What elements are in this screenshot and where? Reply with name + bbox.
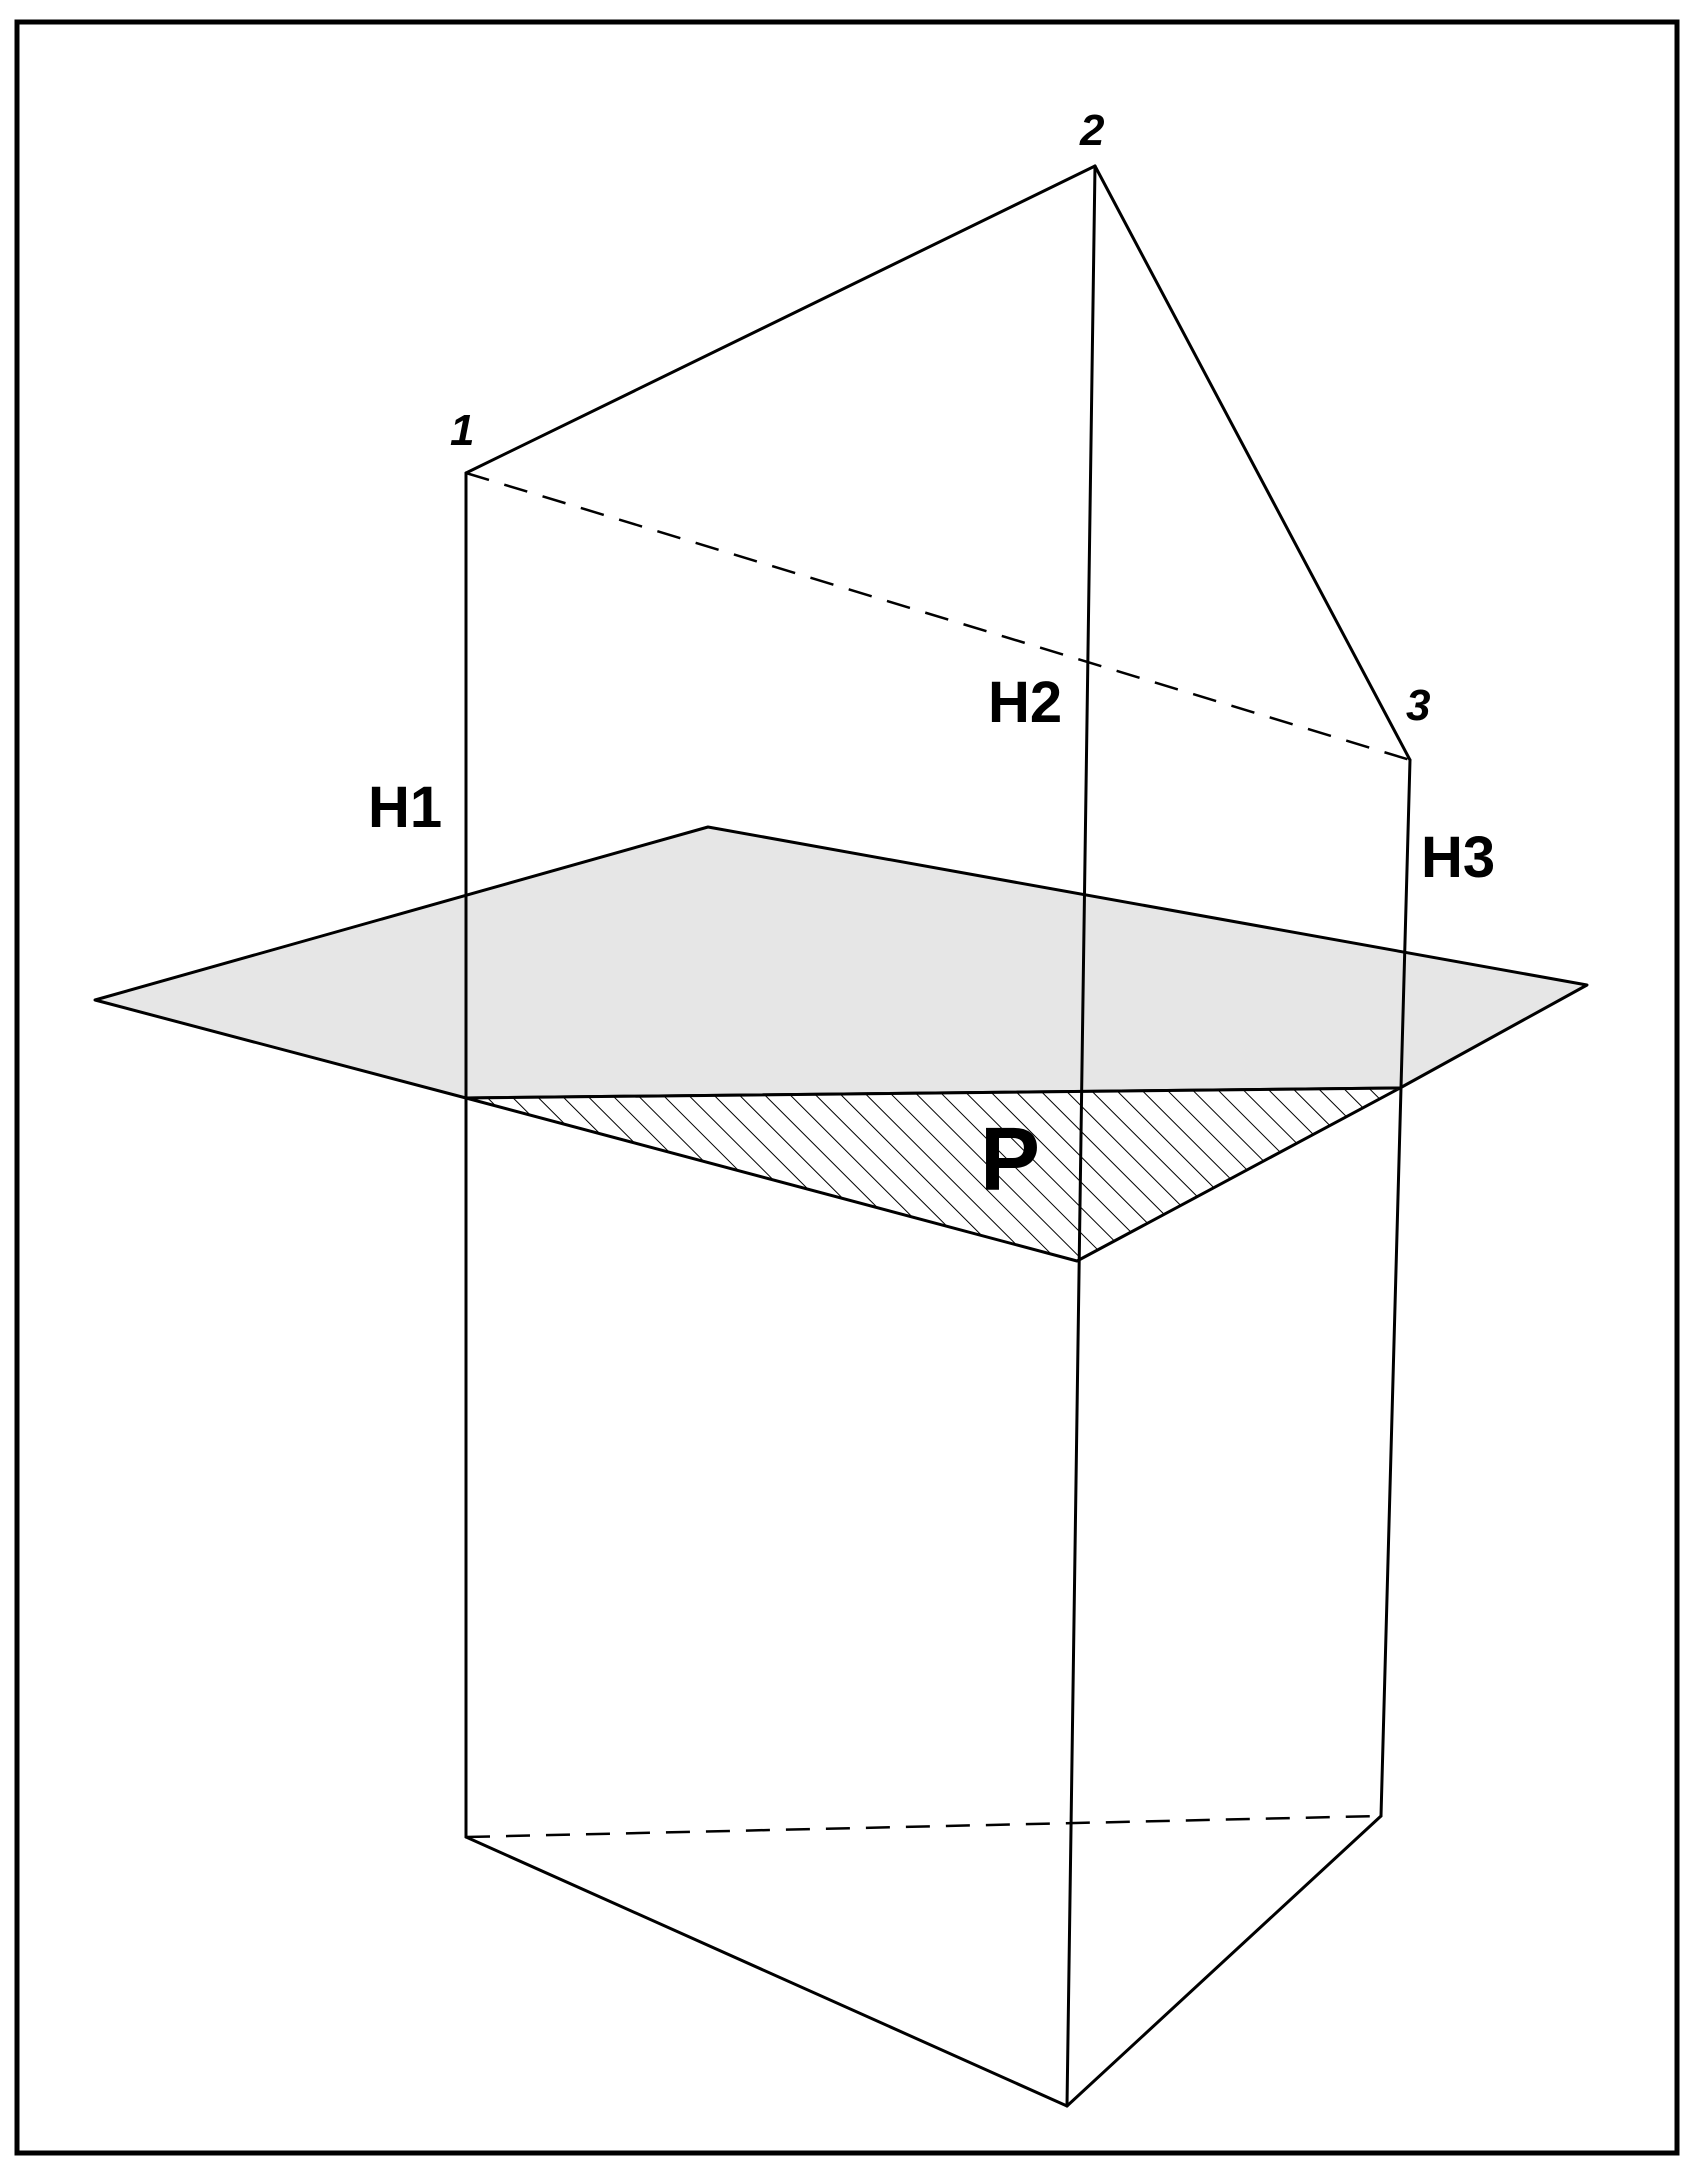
top-edge-2-3 [1093,164,1412,762]
height-label-h3: H3 [1421,825,1495,890]
vertex-label-2: 2 [1079,106,1105,155]
diagram-frame [14,19,1680,2156]
height-label-h1: H1 [368,775,442,840]
section-triangle [464,1086,1402,1263]
section-label-p: P [980,1110,1040,1210]
top-edge-1-2 [464,164,1097,475]
vertical-edge-2 [1065,164,1097,2108]
top-edge-1-3-hidden [465,471,1411,762]
bottom-edge-1-3-hidden [465,1814,1382,1839]
vertex-label-3: 3 [1406,681,1430,730]
bottom-edge-1-2 [464,1835,1069,2108]
vertex-label-1: 1 [450,406,474,455]
height-label-h2: H2 [988,670,1062,735]
bottom-edge-2-3 [1065,1814,1383,2108]
cutting-plane [93,825,1589,1100]
vertical-edge-3 [1379,758,1412,1818]
